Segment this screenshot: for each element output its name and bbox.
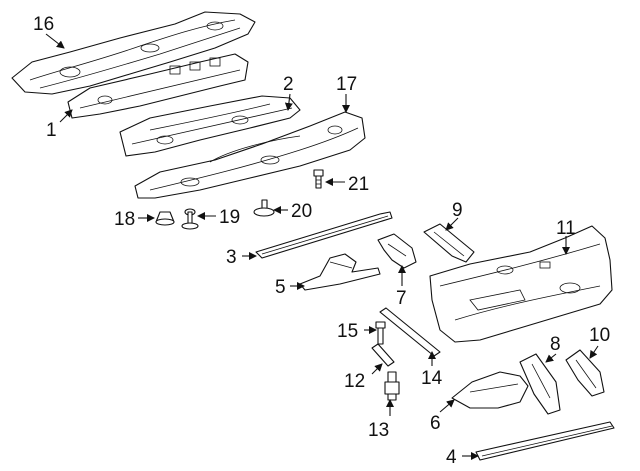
callout-11: 11	[556, 218, 576, 239]
part-6-cross-member	[451, 371, 529, 409]
callout-19: 19	[219, 207, 240, 228]
callout-5: 5	[275, 277, 286, 298]
callout-3: 3	[226, 247, 237, 268]
part-2-center-floor-pan	[119, 95, 301, 157]
callout-8: 8	[550, 334, 561, 355]
part-11-rear-body-panel	[429, 225, 613, 343]
leader-8	[545, 353, 557, 363]
leader-6	[439, 399, 455, 413]
callout-17: 17	[336, 74, 357, 95]
part-18-nut	[155, 211, 175, 226]
part-20-stud	[253, 199, 275, 217]
callout-14: 14	[421, 368, 443, 389]
leader-9	[445, 217, 459, 231]
callout-20: 20	[291, 201, 312, 222]
callout-12: 12	[344, 371, 365, 392]
callout-6: 6	[430, 413, 441, 434]
callout-15: 15	[337, 321, 358, 342]
leader-lines	[45, 33, 599, 460]
part-21-bolt	[313, 169, 324, 189]
part-1-front-floor-pan	[67, 53, 249, 119]
part-4-sill-rail	[475, 421, 615, 461]
part-8-side-bracket	[519, 353, 561, 415]
part-17-rear-floor-pan	[134, 111, 366, 199]
callout-4: 4	[446, 447, 457, 468]
leader-16	[45, 33, 65, 49]
leader-10	[589, 345, 599, 359]
part-12-pin	[371, 343, 395, 367]
callout-18: 18	[114, 209, 135, 230]
callout-1: 1	[46, 120, 57, 141]
callout-9: 9	[452, 200, 463, 221]
part-14-brace	[379, 307, 441, 357]
leader-2	[284, 93, 293, 111]
part-13-bushing	[384, 371, 400, 401]
part-5-bracket	[299, 253, 381, 291]
callout-numbers: 16 1 2 17 21 18 19 20 3 5 7 9 11 15 14 1…	[33, 14, 610, 468]
callout-2: 2	[283, 74, 294, 95]
part-7-support	[377, 233, 417, 269]
part-10-rear-bracket	[565, 349, 605, 397]
part-3-reinforcement	[255, 211, 393, 259]
callout-13: 13	[368, 420, 389, 441]
part-19-clip	[181, 208, 199, 230]
callout-10: 10	[589, 325, 610, 346]
part-16-floor-insulator	[11, 11, 256, 95]
part-15-bolt	[375, 321, 386, 345]
callout-21: 21	[348, 174, 369, 195]
part-9-extension	[423, 223, 475, 263]
callout-16: 16	[33, 14, 54, 35]
callout-7: 7	[396, 288, 407, 309]
leader-1	[59, 109, 73, 123]
leader-12	[371, 363, 383, 375]
